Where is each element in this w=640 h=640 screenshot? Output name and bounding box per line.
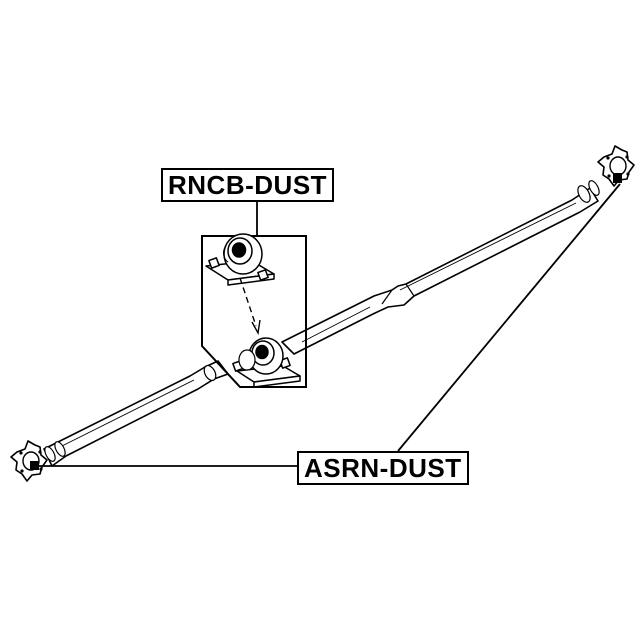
asrn-part-label: ASRN-DUST <box>297 451 469 485</box>
center-bearing-detail <box>205 233 275 286</box>
assembly-guide-arrow <box>251 319 261 336</box>
driveshaft-tube <box>43 180 600 467</box>
bearing-callout-frame <box>201 235 307 388</box>
rear-boot-marker <box>30 461 39 470</box>
rear-flange <box>10 440 48 482</box>
rncb-part-label: RNCB-DUST <box>161 168 335 202</box>
assembly-guide-line <box>239 277 257 327</box>
leader-lines <box>38 183 621 467</box>
center-bearing-installed <box>232 337 301 388</box>
front-boot-marker <box>613 173 622 183</box>
